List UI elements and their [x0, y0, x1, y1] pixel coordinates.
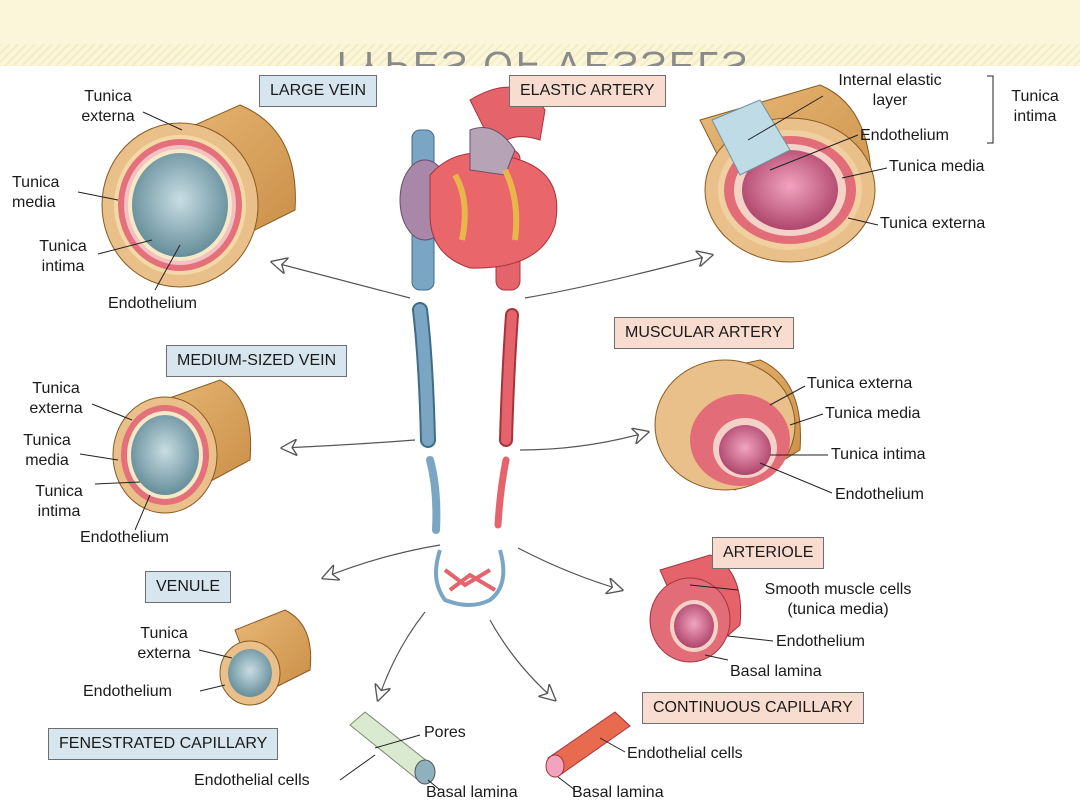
- vessel-diagram: [77, 75, 994, 791]
- label-mv-externa: Tunica externa: [29, 380, 83, 417]
- elastic-artery-illustration: [699, 84, 876, 263]
- label-lv-intima: Tunica intima: [39, 238, 87, 275]
- header-hatch: [0, 44, 1080, 66]
- label-vn-externa: Tunica externa: [137, 625, 191, 662]
- arteriole-box: ARTERIOLE: [712, 537, 825, 569]
- arrow-to-venule: [323, 544, 441, 578]
- slide-header: TYPES OF VESSELS: [0, 0, 1080, 66]
- label-ar-smooth-muscle: Smooth muscle cells (tunica media): [764, 581, 912, 618]
- label-fc-pores: Pores: [424, 724, 466, 741]
- leader-lines: [77, 75, 994, 791]
- label-vn-endothelium: Endothelium: [83, 683, 172, 700]
- arrow-to-continuous-capillary: [489, 619, 555, 700]
- label-lv-media: Tunica media: [12, 174, 60, 211]
- slide-title: TYPES OF VESSELS: [330, 43, 750, 66]
- label-ea-intima: Tunica intima: [1011, 88, 1059, 125]
- artery-branch-illustration: [494, 308, 519, 529]
- muscular-artery-box: MUSCULAR ARTERY: [614, 317, 794, 349]
- heart-illustration: [399, 86, 558, 291]
- fenestrated-capillary-box: FENESTRATED CAPILLARY: [48, 728, 279, 760]
- muscular-artery-illustration: [654, 359, 801, 491]
- label-ea-endothelium: Endothelium: [860, 127, 949, 144]
- medium-vein-illustration: [112, 379, 252, 514]
- label-ar-basal-lamina: Basal lamina: [730, 663, 822, 680]
- label-lv-endothelium: Endothelium: [108, 295, 197, 312]
- label-ar-endothelium: Endothelium: [776, 633, 865, 650]
- label-lv-externa: Tunica externa: [81, 88, 135, 125]
- label-ea-internal-elastic: Internal elastic layer: [838, 72, 942, 109]
- arrow-to-large-vein: [272, 262, 411, 299]
- venule-box: VENULE: [145, 571, 232, 603]
- label-cc-basal-lamina: Basal lamina: [572, 784, 664, 801]
- label-ma-endothelium: Endothelium: [835, 486, 924, 503]
- large-vein-box: LARGE VEIN: [259, 75, 378, 107]
- elastic-artery-box: ELASTIC ARTERY: [509, 75, 666, 107]
- label-cc-endothelial: Endothelial cells: [627, 745, 743, 762]
- arrow-to-medium-vein: [282, 440, 416, 448]
- label-mv-intima: Tunica intima: [35, 483, 83, 520]
- continuous-capillary-box: CONTINUOUS CAPILLARY: [642, 692, 864, 724]
- arteriole-illustration: [649, 554, 742, 663]
- label-ma-externa: Tunica externa: [807, 375, 913, 392]
- large-vein-illustration: [101, 104, 296, 288]
- arrow-to-arteriole: [517, 547, 622, 590]
- medium-vein-box: MEDIUM-SIZED VEIN: [166, 345, 348, 377]
- arrow-to-fenestrated-capillary: [378, 611, 426, 700]
- label-ea-media: Tunica media: [889, 158, 985, 175]
- continuous-capillary-illustration: [545, 711, 631, 778]
- label-fc-endothelial: Endothelial cells: [194, 772, 310, 789]
- fenestrated-capillary-illustration: [349, 711, 436, 785]
- label-mv-endothelium: Endothelium: [80, 529, 169, 546]
- label-ma-intima: Tunica intima: [831, 446, 926, 463]
- arrow-to-elastic-artery: [524, 255, 712, 299]
- label-ma-media: Tunica media: [825, 405, 921, 422]
- vein-branch-illustration: [412, 302, 441, 534]
- label-ea-externa: Tunica externa: [880, 215, 986, 232]
- label-mv-media: Tunica media: [23, 432, 71, 469]
- flow-arrows: [272, 255, 712, 700]
- label-fc-basal-lamina: Basal lamina: [426, 784, 518, 801]
- capillary-bed-illustration: [434, 549, 506, 607]
- arrow-to-muscular-artery: [519, 432, 648, 451]
- venule-illustration: [219, 609, 312, 706]
